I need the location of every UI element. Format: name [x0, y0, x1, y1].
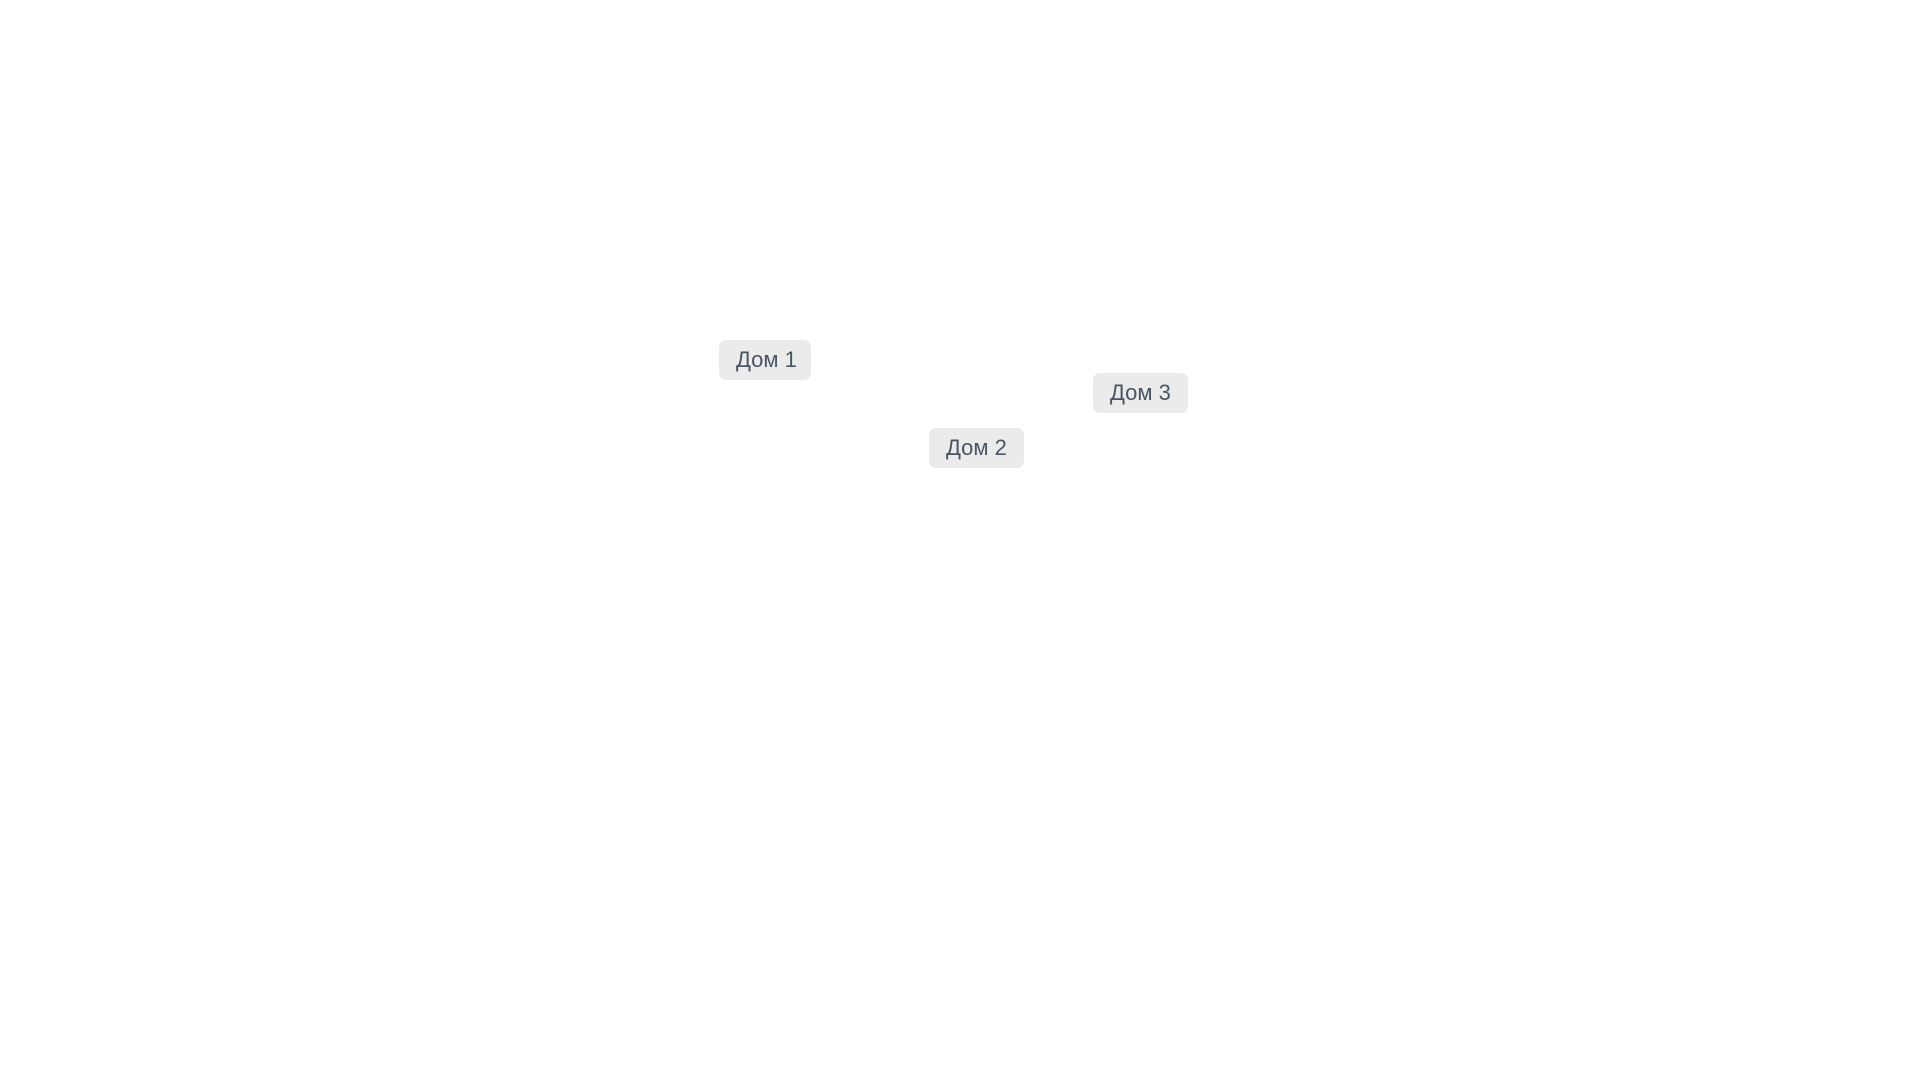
house-label-1[interactable]: Дом 1 [719, 340, 811, 380]
house-label-3[interactable]: Дом 3 [1093, 373, 1188, 413]
house-label-2[interactable]: Дом 2 [929, 428, 1024, 468]
